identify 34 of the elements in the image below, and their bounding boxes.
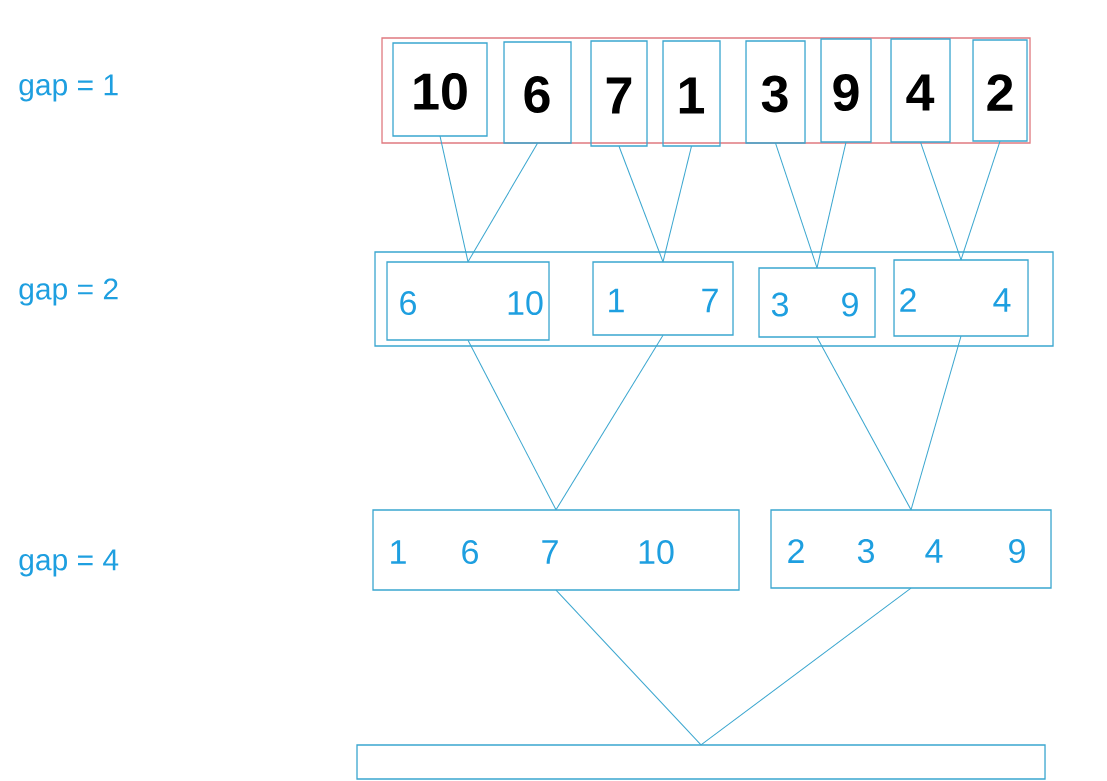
gap-label: gap = 1 <box>19 74 118 102</box>
gap-label: gap = 2 <box>19 278 118 306</box>
number-box: 3 9 <box>758 267 876 338</box>
number-box: 2 4 <box>893 259 1029 337</box>
number-card: 9 <box>820 38 872 143</box>
connector-line <box>555 334 664 511</box>
number-box: 1 6 7 10 <box>372 509 740 591</box>
container-box <box>356 744 1046 780</box>
connector-line <box>618 145 664 263</box>
number-box: 1 7 <box>592 261 734 336</box>
connector-line <box>439 135 469 263</box>
number-box: 2 3 4 9 <box>770 509 1052 589</box>
number-card: 3 <box>745 40 806 144</box>
connector-line <box>662 145 692 263</box>
connector-line <box>910 335 962 511</box>
number-card: 4 <box>890 38 951 143</box>
connector-line <box>816 336 912 511</box>
number-box: 6 10 <box>386 261 550 341</box>
number-card: 6 <box>503 41 572 144</box>
connector-line <box>960 140 1001 261</box>
connector-line <box>775 142 818 269</box>
connector-line <box>555 589 702 746</box>
number-card: 2 <box>972 39 1028 142</box>
connector-line <box>467 142 538 263</box>
number-card: 10 <box>392 42 488 137</box>
gap-label: gap = 4 <box>19 549 119 577</box>
connector-line <box>920 141 962 261</box>
connector-line <box>816 141 847 269</box>
number-card: 7 <box>590 40 648 147</box>
connector-line <box>467 339 557 511</box>
connector-line <box>700 587 912 746</box>
container-box <box>381 37 1031 144</box>
container-box <box>374 251 1054 347</box>
number-card: 1 <box>662 40 721 147</box>
